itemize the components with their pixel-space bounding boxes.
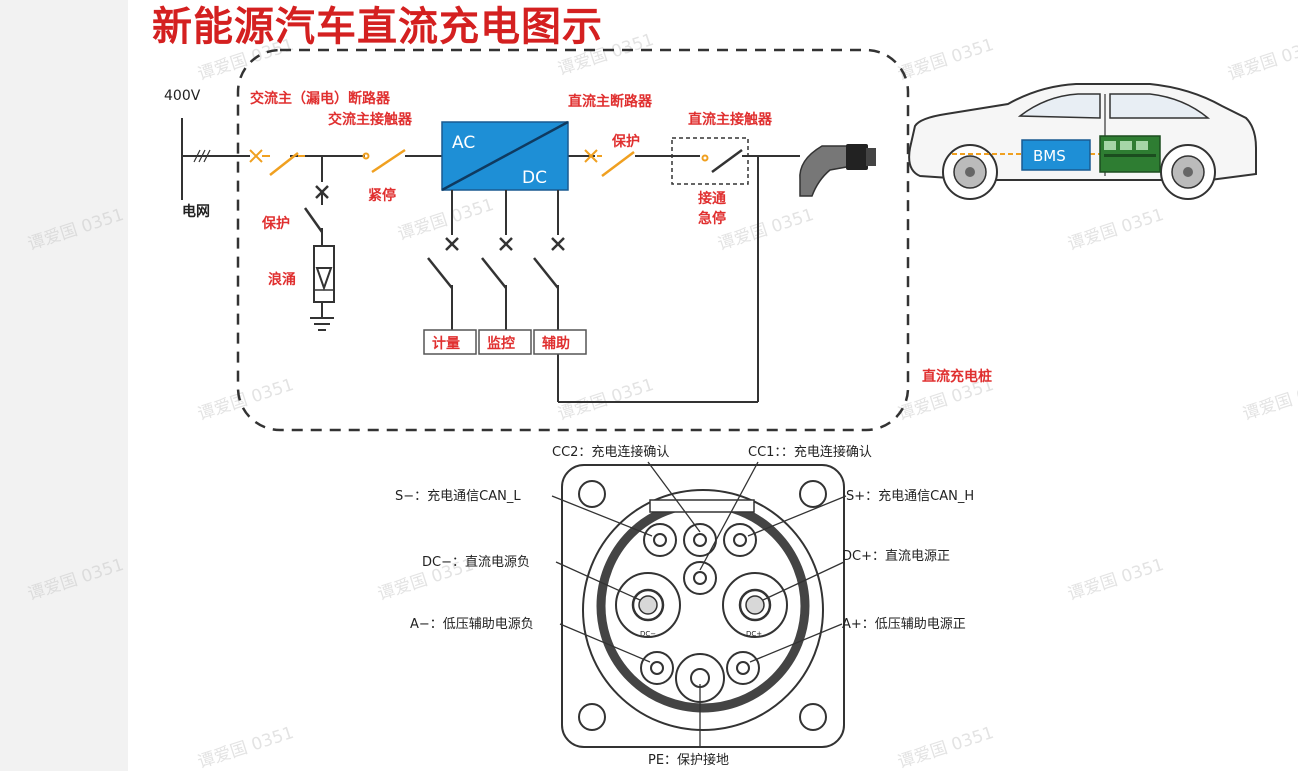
svg-text:谭爱国 0351: 谭爱国 0351 [895, 723, 996, 771]
surge-label: 浪涌 [268, 271, 296, 288]
pin-s-minus [643, 523, 677, 557]
connect-label: 接通 [698, 190, 726, 207]
electric-vehicle: BMS [908, 83, 1257, 200]
svg-text:计量: 计量 [432, 335, 460, 352]
stop-label: 急停 [698, 210, 726, 227]
svg-text:谭爱国 0351: 谭爱国 0351 [1065, 205, 1166, 255]
svg-text:DC+: DC+ [746, 630, 762, 638]
connector-leader-lines [551, 461, 847, 748]
svg-text:DC−: DC− [640, 630, 656, 638]
pin-cc2 [683, 523, 717, 557]
module-metering: 计量 [423, 329, 477, 355]
page-title: 新能源汽车直流充电图示 [152, 3, 603, 50]
svg-text:谭爱国 0351: 谭爱国 0351 [25, 555, 126, 605]
ac-main-contactor [362, 148, 406, 174]
charging-station-boundary [236, 48, 910, 432]
ac-breaker-label: 交流主（漏电）断路器 [250, 90, 391, 107]
pe-label: PE：保护接地 [648, 752, 729, 768]
svg-text:谭爱国 0351: 谭爱国 0351 [195, 723, 296, 771]
svg-text:谭爱国 0351: 谭爱国 0351 [195, 35, 296, 85]
ac-dc-converter: AC DC [441, 120, 569, 192]
cc1-label: CC1：：充电连接确认 [748, 444, 872, 460]
svg-text:谭爱国 0351: 谭爱国 0351 [395, 195, 496, 245]
svg-text:谭爱国 0351: 谭爱国 0351 [1240, 375, 1298, 425]
svg-text:谭爱国 0351: 谭爱国 0351 [715, 205, 816, 255]
dc-contactor-label: 直流主接触器 [688, 111, 773, 128]
dc-breaker-label: 直流主断路器 [568, 93, 653, 110]
svg-text:谭爱国 0351: 谭爱国 0351 [555, 30, 656, 80]
svg-text:辅助: 辅助 [542, 335, 570, 352]
s-plus-label: S+：充电通信CAN_H [846, 488, 974, 504]
dc-main-breaker [584, 149, 635, 177]
pin-dc-plus: DC+ [722, 572, 788, 638]
charging-gun [799, 144, 876, 197]
svg-text:谭爱国 0351: 谭爱国 0351 [1225, 35, 1298, 85]
emergency-stop-label: 紧停 [368, 187, 396, 204]
ac-main-breaker [249, 149, 305, 176]
converter-dc-label: DC [522, 168, 547, 188]
pin-dc-minus: DC− [615, 572, 681, 638]
svg-text:谭爱国 0351: 谭爱国 0351 [555, 375, 656, 425]
grid-input: 400V 电网 [164, 88, 211, 220]
ac-contactor-label: 交流主接触器 [328, 111, 413, 128]
protect-right-label: 保护 [611, 133, 640, 150]
surge-protection-branch [303, 156, 335, 331]
module-auxiliary: 辅助 [533, 329, 587, 355]
pin-a-plus [726, 651, 760, 685]
a-plus-label: A+：低压辅助电源正 [842, 617, 966, 632]
module-monitoring: 监控 [478, 329, 532, 355]
dc-main-contactor [671, 137, 749, 185]
pin-a-minus [640, 651, 674, 685]
dc-minus-label: DC−：直流电源负 [422, 555, 530, 570]
svg-text:谭爱国 0351: 谭爱国 0351 [895, 35, 996, 85]
battery-pack-icon [1099, 135, 1161, 173]
pin-s-plus [723, 523, 757, 557]
svg-text:电网: 电网 [182, 203, 210, 220]
s-minus-label: S−：充电通信CAN_L [395, 488, 521, 504]
converter-ac-label: AC [452, 133, 475, 153]
svg-text:谭爱国 0351: 谭爱国 0351 [195, 375, 296, 425]
svg-text:400V: 400V [164, 88, 201, 104]
cc2-label: CC2：充电连接确认 [552, 444, 669, 460]
dc-plus-label: DC+：直流电源正 [842, 549, 950, 564]
left-margin-strip [0, 0, 128, 771]
pin-cc1 [683, 561, 717, 595]
bms-label: BMS [1033, 147, 1066, 165]
station-label: 直流充电桩 [922, 368, 992, 385]
protect-left-label: 保护 [261, 215, 290, 232]
connector-face: DC− DC+ [561, 464, 845, 748]
svg-text:监控: 监控 [487, 335, 515, 352]
a-minus-label: A−：低压辅助电源负 [410, 617, 534, 632]
sub-circuit-branches [427, 190, 565, 402]
svg-text:谭爱国 0351: 谭爱国 0351 [25, 205, 126, 255]
svg-text:谭爱国 0351: 谭爱国 0351 [1065, 555, 1166, 605]
